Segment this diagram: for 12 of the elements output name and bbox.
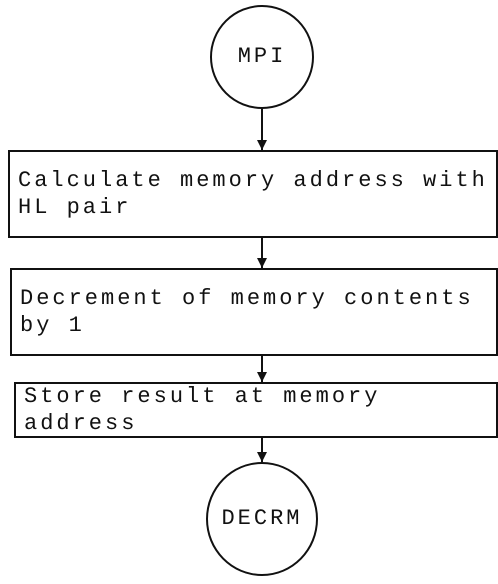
arrow — [257, 438, 267, 462]
process-box — [14, 382, 498, 438]
step-text: MPI — [238, 43, 286, 71]
arrow — [257, 356, 267, 382]
step-text: Decrement of memory contents by 1 — [19, 284, 475, 340]
step-text: Calculate memory address with HL pair — [17, 166, 489, 222]
process-box — [8, 150, 498, 238]
arrow — [257, 109, 267, 150]
step-text: DECRM — [221, 505, 302, 533]
step-text: Store result at memory address — [23, 382, 382, 438]
arrow — [257, 238, 267, 268]
process-box — [10, 268, 498, 356]
